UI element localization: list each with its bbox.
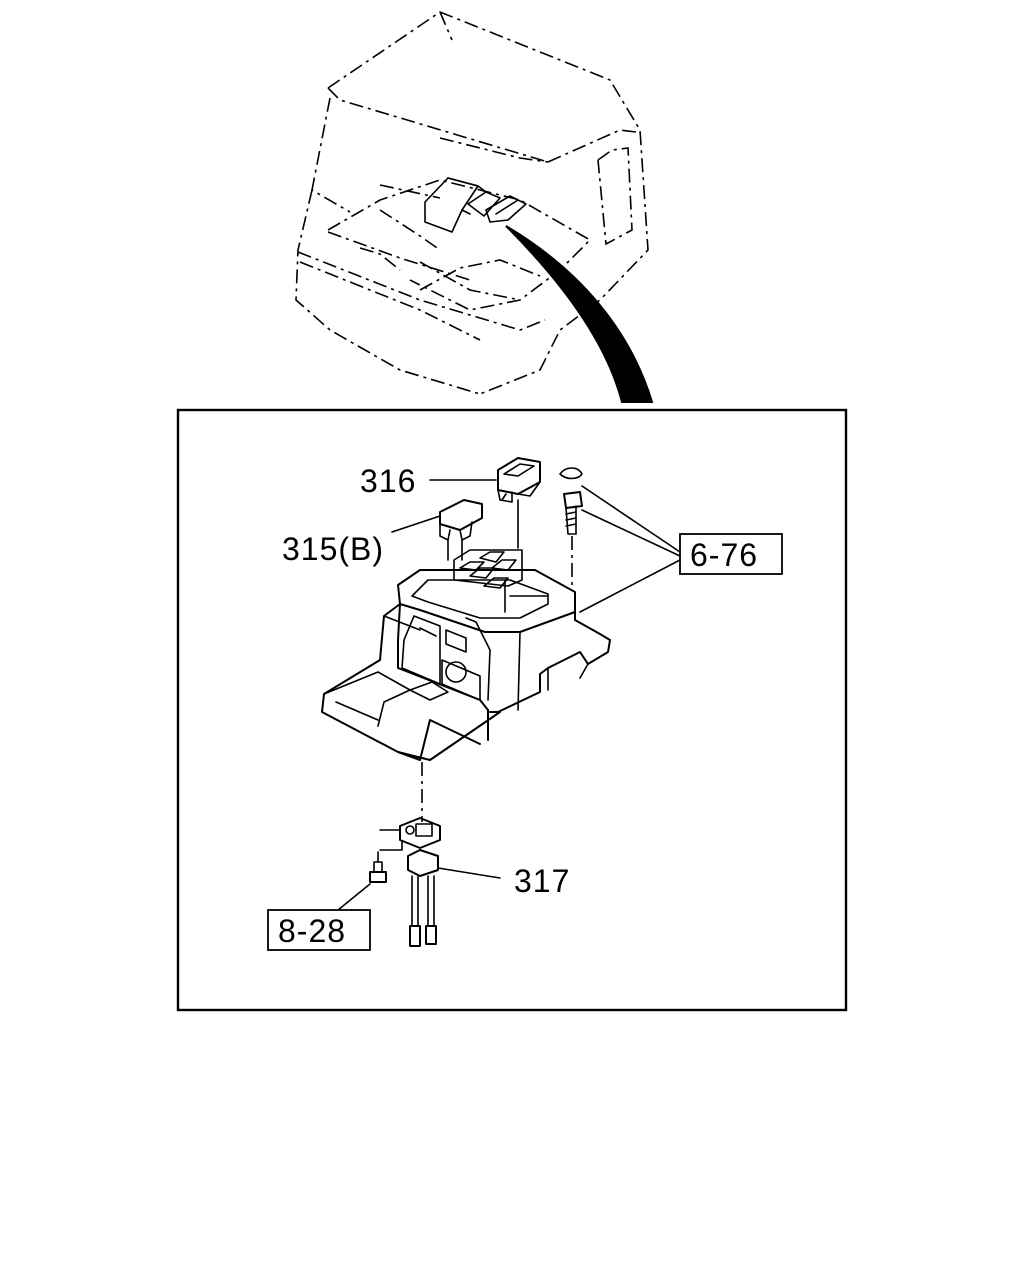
leader-6-76-b <box>581 509 681 557</box>
cab-overview <box>295 11 649 395</box>
part-317-harness <box>379 817 441 947</box>
ref-8-28: 8-28 <box>278 913 346 949</box>
leader-6-76-c <box>579 559 681 613</box>
clip-and-screw <box>559 467 583 535</box>
detail-pointer-arrow <box>505 225 654 403</box>
part-315b-switch <box>439 499 483 541</box>
callout-317: 317 <box>514 863 570 899</box>
ref-6-76: 6-76 <box>690 537 758 573</box>
callout-316: 316 <box>360 463 416 499</box>
ref-box-6-76 <box>679 533 783 575</box>
callout-315b: 315(B) <box>282 531 384 567</box>
leader-6-76-a <box>581 485 681 553</box>
part-316-switch <box>497 457 541 503</box>
leader-315b <box>391 515 441 533</box>
center-console <box>321 549 611 761</box>
leader-8-28 <box>337 883 371 911</box>
screw-8-28 <box>369 851 387 883</box>
ref-box-8-28 <box>267 909 371 951</box>
leader-317 <box>437 867 501 879</box>
guide-line-315b <box>447 539 463 561</box>
detail-frame <box>176 408 848 1012</box>
